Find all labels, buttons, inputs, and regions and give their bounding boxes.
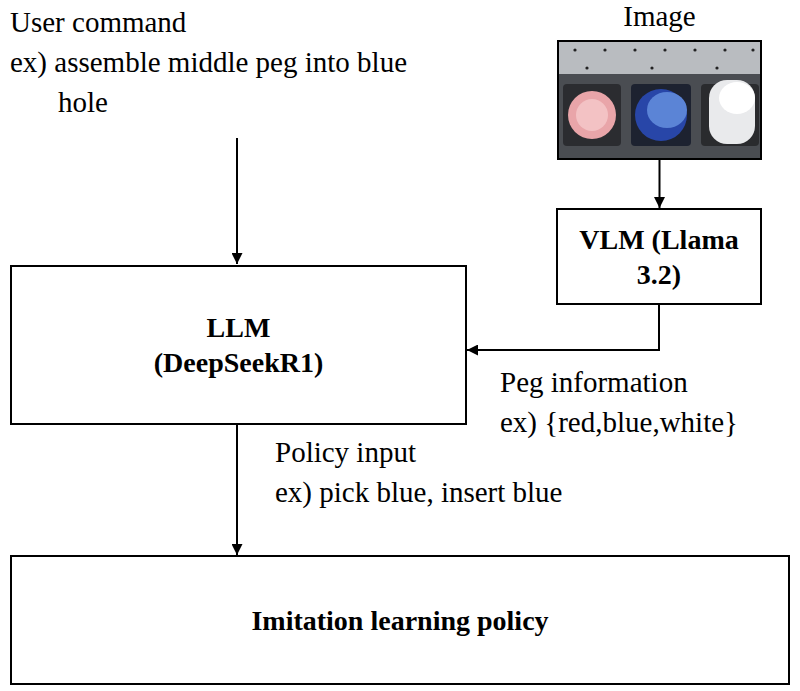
white-peg-top — [719, 82, 755, 114]
pink-peg — [568, 91, 616, 139]
white-peg — [709, 80, 755, 144]
image-frame: Image — [557, 40, 762, 160]
peg-photo — [557, 40, 762, 160]
arrow-connector — [236, 425, 238, 555]
arrow-connector — [659, 160, 661, 208]
blue-peg-top — [647, 92, 687, 128]
box-title: VLM (Llama 3.2) — [574, 222, 744, 292]
blue-peg — [635, 89, 687, 141]
board-dots — [573, 48, 754, 69]
example-text: ex) pick blue, insert blue — [275, 472, 563, 512]
edge-label: Peg information — [500, 362, 688, 402]
arrow-connector — [467, 305, 659, 350]
process-box: Imitation learning policy — [10, 555, 790, 685]
photo-top-panel — [557, 40, 762, 74]
input-title: User command — [10, 2, 186, 42]
box-title: LLM (DeepSeekR1) — [129, 310, 349, 380]
box-title: Imitation learning policy — [251, 603, 548, 638]
example-text: ex) {red,blue,white} — [500, 402, 738, 442]
process-box: VLM (Llama 3.2) — [556, 208, 762, 305]
blue-peg-base — [631, 84, 691, 146]
edge-label: Policy input — [275, 432, 416, 472]
photo-background — [557, 40, 762, 160]
command-arrow — [236, 138, 238, 264]
example-text: ex) assemble middle peg into blue hole — [10, 42, 430, 122]
process-box: LLM (DeepSeekR1) — [10, 265, 467, 425]
pink-peg-base — [563, 84, 621, 146]
pink-peg-highlight — [576, 99, 608, 131]
image-heading: Image — [559, 0, 760, 34]
